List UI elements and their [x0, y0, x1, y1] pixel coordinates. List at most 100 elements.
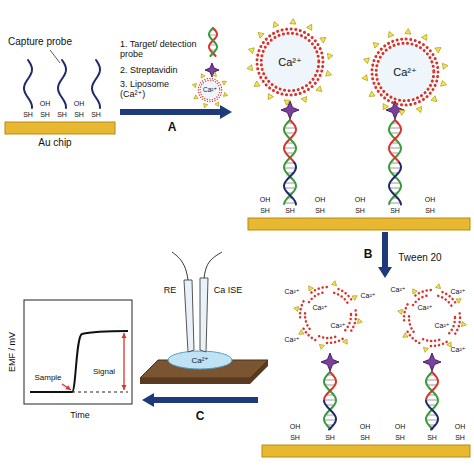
base-pair [325, 385, 335, 386]
base-pair [389, 168, 401, 169]
biotin-tag [248, 48, 254, 54]
figure-label: OH [40, 100, 51, 108]
figure-label: Ca²⁺ [391, 286, 406, 294]
liposome: Ca²⁺ [369, 36, 441, 108]
base-pair [389, 188, 400, 189]
figure-label: SH [23, 111, 33, 119]
reference-electrode [184, 280, 194, 352]
base-pair [284, 148, 296, 149]
target-strand [426, 372, 438, 429]
figure-label: OH [360, 423, 371, 431]
figure-label: SH [360, 434, 370, 442]
biotin-tag [363, 58, 369, 64]
target-strand [209, 28, 217, 56]
biotin-tag [290, 19, 296, 24]
figure-label: SH [57, 111, 67, 119]
baseline [72, 392, 128, 393]
detection-probe [389, 120, 401, 162]
step-letter: C [196, 410, 205, 424]
biotin-tag [222, 81, 226, 85]
sample-drop [168, 351, 232, 369]
base-pair [426, 400, 438, 401]
target-strand [389, 120, 401, 204]
detection-probe [426, 372, 438, 401]
legend-item: 2. Streptavidin [120, 65, 200, 75]
figure-label: Ca²⁺ [451, 288, 466, 296]
biotin-tag [307, 24, 312, 30]
biotin-tag [357, 319, 362, 324]
legend-item: 1. Target/ detection probe [120, 39, 202, 60]
base-pair [284, 128, 296, 129]
biotin-tag [456, 299, 461, 304]
base-pair [389, 148, 401, 149]
figure-label: Ca²⁺ [285, 288, 300, 296]
biotin-tag [326, 70, 332, 76]
electrode-wire [204, 252, 222, 278]
base-pair [284, 188, 295, 189]
base-pair [285, 183, 296, 184]
base-pair [324, 420, 336, 421]
detection-probe [209, 28, 217, 56]
base-pair [284, 168, 296, 169]
capture-probe [324, 401, 336, 430]
biotin-tag [301, 97, 307, 103]
lysed-membrane [409, 295, 455, 341]
detection-probe [284, 120, 296, 162]
pointer-line [123, 333, 124, 390]
figure-label: SH [91, 111, 101, 119]
base-pair [324, 400, 336, 401]
biotin-tag [352, 296, 357, 301]
emf-trace [30, 331, 128, 392]
streptavidin [423, 353, 441, 371]
pointer-line [62, 384, 71, 390]
figure-label: Au chip [38, 137, 71, 149]
base-pair [426, 380, 438, 381]
liposome-core [377, 44, 434, 101]
biotin-tag [383, 104, 388, 110]
biotin-tag [204, 103, 208, 107]
figure-label: Ca²⁺ [331, 322, 346, 330]
ion-selective-electrode [200, 278, 208, 352]
figure-label: SH [285, 207, 295, 215]
plot-frame [24, 300, 132, 404]
streptavidin [205, 63, 219, 77]
biotin-tag [441, 80, 447, 86]
figure-label: SH [74, 111, 84, 119]
figure-label: OH [315, 196, 326, 204]
capture-probe [426, 401, 438, 430]
biotin-tag [299, 330, 304, 335]
liposome-core [200, 80, 220, 100]
biotin-tag [422, 34, 427, 40]
figure-label: Ca²⁺ [451, 346, 466, 354]
gold-chip [248, 218, 470, 230]
figure-label: RE [164, 285, 177, 295]
figure-label: SH [260, 207, 270, 215]
arrow-head [122, 385, 127, 390]
lipid-layer [200, 80, 220, 100]
base-pair [426, 420, 438, 421]
biotin-tag [212, 72, 216, 76]
biotin-tag [273, 21, 279, 27]
figure-label: Time [70, 410, 90, 420]
figure-label: Tween 20 [398, 252, 441, 264]
figure-label: SH [325, 434, 335, 442]
figure-label: OH [355, 196, 366, 204]
biotin-tag [403, 333, 408, 338]
streptavidin [281, 101, 299, 119]
figure-label: SH [455, 434, 465, 442]
biotin-tag [405, 29, 411, 34]
step-arrow [120, 105, 232, 119]
biotin-tag [431, 96, 437, 102]
base-pair [389, 128, 401, 129]
biotin-tag [316, 86, 322, 92]
gold-chip [262, 445, 470, 457]
step-letter: A [168, 121, 177, 135]
arrow-head [122, 333, 127, 338]
liposome: Ca²⁺ [254, 26, 326, 98]
figure-label: OH [260, 196, 271, 204]
biotin-tag [461, 322, 466, 327]
capture-probe [389, 163, 401, 205]
target-strand [324, 372, 336, 429]
figure-label: EMF / mV [7, 332, 17, 372]
capture-probe [92, 60, 100, 108]
